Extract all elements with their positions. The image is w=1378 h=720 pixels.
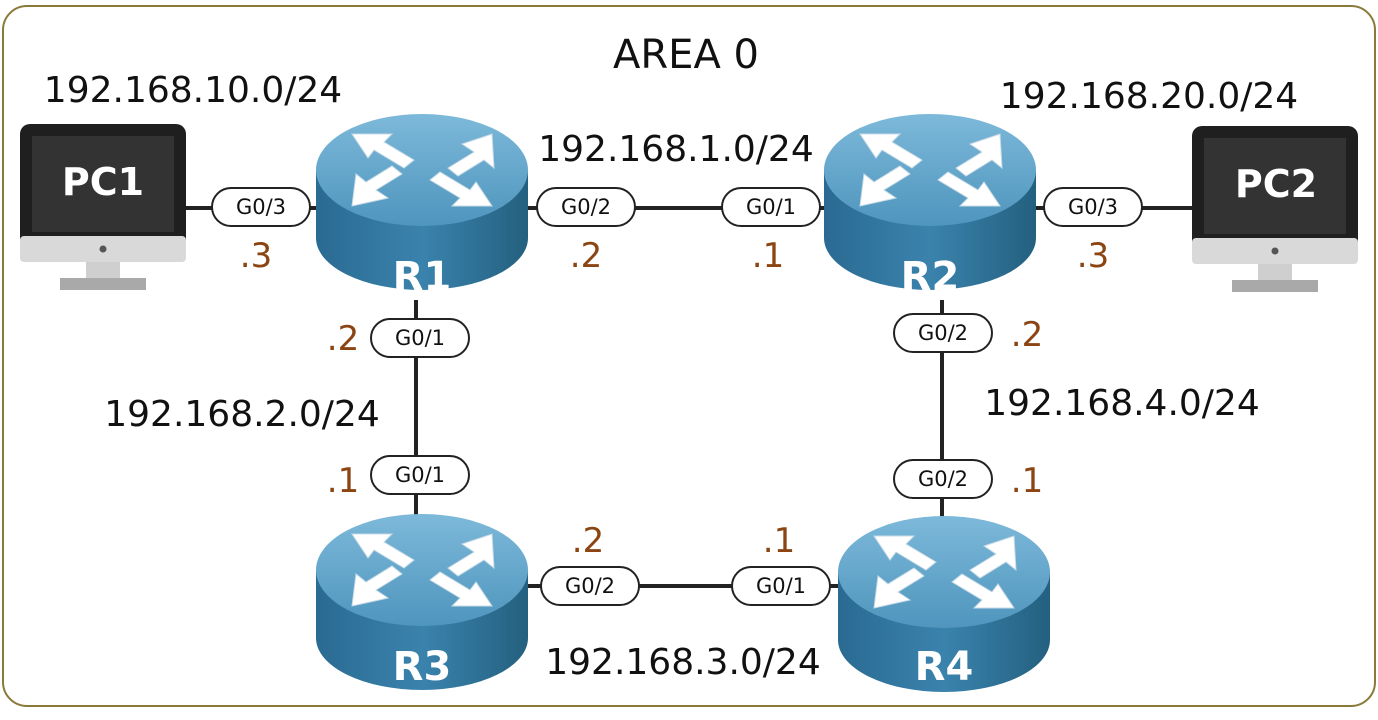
iface-r3-r1-label: G0/1 [395, 463, 445, 487]
network-r1-r2: 192.168.1.0/24 [538, 129, 814, 170]
iface-r3-r4[interactable]: G0/2 [540, 566, 640, 606]
iface-pc1-r1[interactable]: G0/3 [211, 187, 311, 227]
pc1-label: PC1 [62, 160, 144, 204]
octet-r2-r1: .1 [752, 236, 784, 276]
router-r3[interactable]: R3 [315, 513, 529, 691]
network-r1-r3: 192.168.2.0/24 [104, 394, 380, 435]
router-r4[interactable]: R4 [837, 515, 1051, 693]
iface-r2-r4-label: G0/2 [918, 321, 968, 345]
iface-r2-pc2-label: G0/3 [1068, 195, 1118, 219]
network-lan1: 192.168.10.0/24 [44, 70, 342, 111]
octet-r1-r3: .2 [327, 319, 359, 359]
iface-r2-r4[interactable]: G0/2 [893, 313, 993, 353]
octet-r1-pc1: .3 [240, 236, 272, 276]
iface-r4-r3[interactable]: G0/1 [731, 566, 831, 606]
iface-r1-r2[interactable]: G0/2 [536, 187, 636, 227]
iface-r3-r1[interactable]: G0/1 [370, 455, 470, 495]
octet-r1-r2: .2 [570, 236, 602, 276]
pc2[interactable]: PC2 [1192, 126, 1358, 292]
router-r3-label: R3 [393, 644, 452, 690]
iface-r1-r2-label: G0/2 [561, 195, 611, 219]
iface-pc1-r1-label: G0/3 [236, 195, 286, 219]
iface-r1-r3[interactable]: G0/1 [370, 318, 470, 358]
octet-r2-r4: .2 [1011, 315, 1043, 355]
network-r2-r4: 192.168.4.0/24 [984, 383, 1260, 424]
network-r3-r4: 192.168.3.0/24 [545, 642, 821, 683]
iface-r3-r4-label: G0/2 [565, 574, 615, 598]
octet-r4-r3: .1 [763, 521, 795, 561]
iface-r4-r2-label: G0/2 [918, 467, 968, 491]
iface-r2-r1-label: G0/1 [746, 195, 796, 219]
iface-r2-pc2[interactable]: G0/3 [1043, 187, 1143, 227]
area-title: AREA 0 [613, 32, 759, 78]
iface-r4-r2[interactable]: G0/2 [893, 459, 993, 499]
router-r4-label: R4 [915, 644, 974, 690]
pc1[interactable]: PC1 [20, 124, 186, 290]
router-r2-label: R2 [901, 254, 960, 300]
octet-r4-r2: .1 [1011, 461, 1043, 501]
router-r1[interactable]: R1 [315, 113, 529, 300]
octet-r2-pc2: .3 [1077, 236, 1109, 276]
iface-r2-r1[interactable]: G0/1 [721, 187, 821, 227]
router-r1-label: R1 [393, 254, 452, 300]
network-lan2: 192.168.20.0/24 [1000, 76, 1298, 117]
octet-r3-r4: .2 [572, 521, 604, 561]
iface-r1-r3-label: G0/1 [395, 326, 445, 350]
octet-r3-r1: .1 [327, 461, 359, 501]
router-r2[interactable]: R2 [823, 113, 1037, 300]
iface-r4-r3-label: G0/1 [756, 574, 806, 598]
pc2-label: PC2 [1235, 162, 1317, 206]
